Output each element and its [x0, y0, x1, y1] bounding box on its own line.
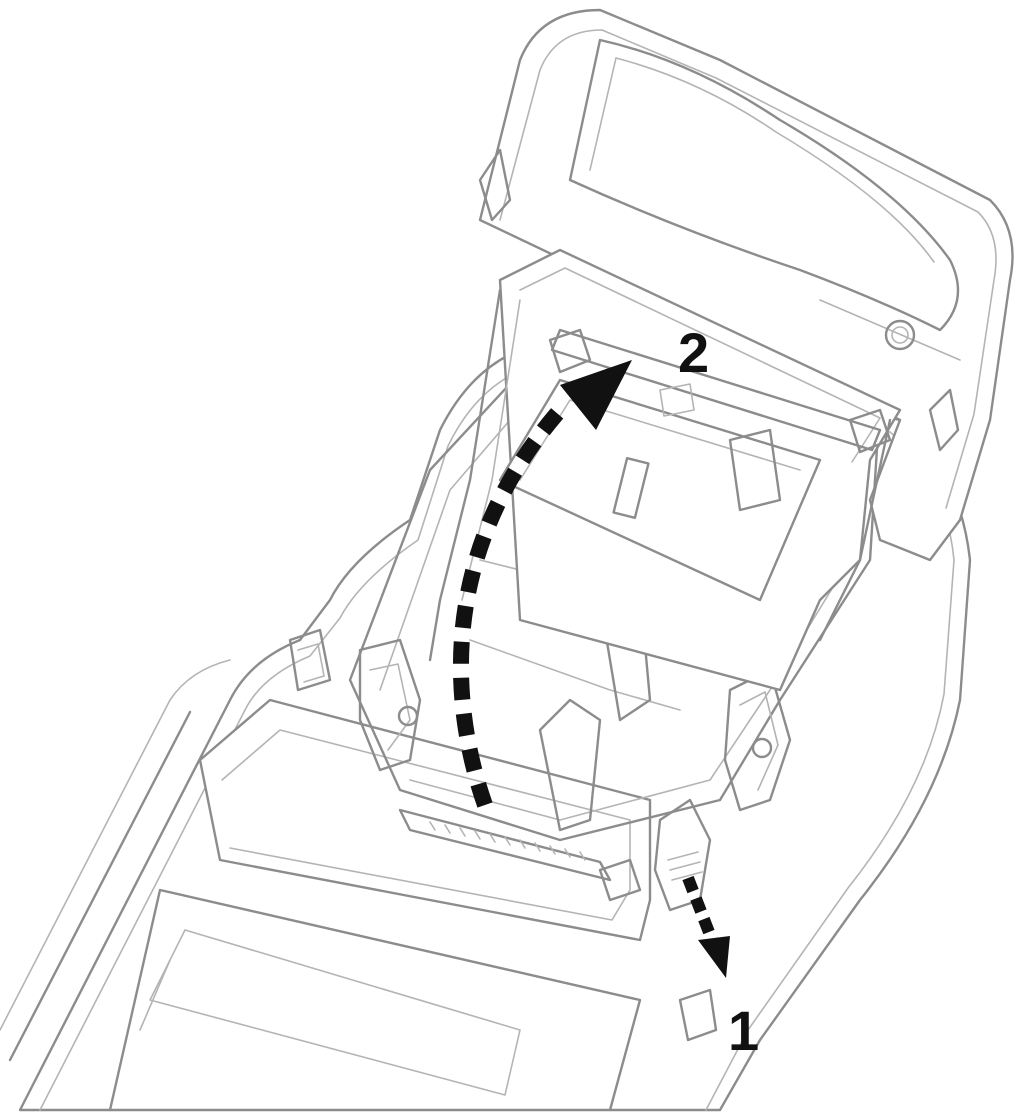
step-2-label: 2 [678, 321, 709, 384]
step-2-arrowhead [560, 360, 632, 430]
printer-cover [198, 698, 652, 942]
step-1-label: 1 [728, 999, 759, 1062]
step-1-arrowhead [698, 936, 730, 978]
paper-holder-frame [428, 248, 902, 692]
step-1-arrow [682, 875, 730, 978]
display-window [108, 888, 642, 1112]
side-details [288, 628, 718, 1042]
open-lid [478, 8, 1014, 562]
step-2-arrow [452, 360, 632, 808]
